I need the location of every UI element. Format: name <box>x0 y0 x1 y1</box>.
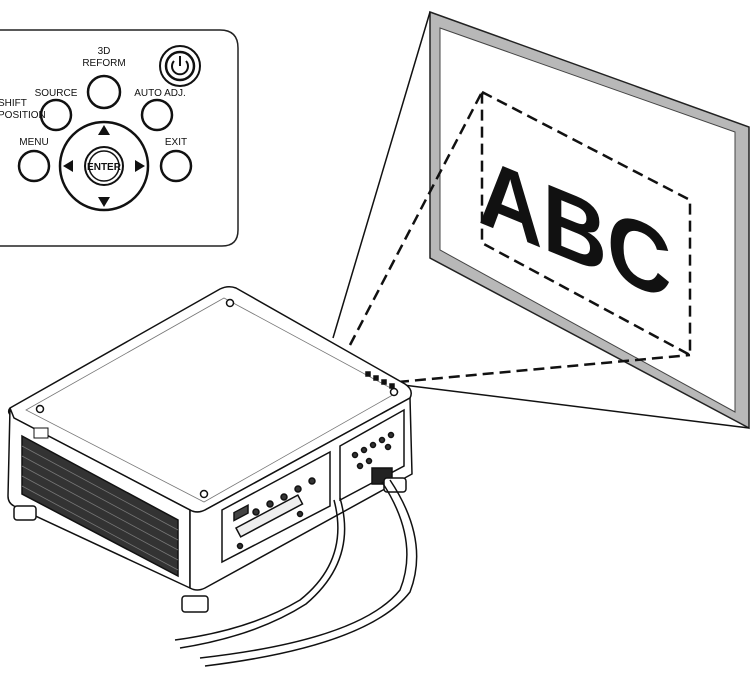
auto-adj-button[interactable] <box>140 98 174 132</box>
enter-label: ENTER <box>87 162 122 173</box>
control-panel: 3D REFORM SOURCE SHIFT POSITION AUTO ADJ… <box>0 29 239 247</box>
reform-3d-label-line2: REFORM <box>82 58 125 69</box>
foot-front-left <box>13 505 37 521</box>
control-jack-panel <box>339 408 405 502</box>
projected-image-outline <box>480 89 692 358</box>
shift-position-label-line1: SHIFT <box>0 98 27 109</box>
exit-button[interactable] <box>159 149 193 183</box>
auto-adj-label: AUTO ADJ. <box>134 88 186 99</box>
power-button[interactable] <box>159 45 201 87</box>
arrow-left-icon[interactable] <box>63 160 73 172</box>
direction-pad[interactable] <box>58 120 150 212</box>
arrow-down-icon[interactable] <box>98 197 110 207</box>
arrow-up-icon[interactable] <box>98 125 110 135</box>
reform-3d-button[interactable] <box>86 74 122 110</box>
menu-label: MENU <box>19 137 48 148</box>
arrow-right-icon[interactable] <box>135 160 145 172</box>
menu-button[interactable] <box>17 149 51 183</box>
source-button[interactable] <box>39 98 73 132</box>
projection-screen: ABC <box>429 10 750 430</box>
projection-beam <box>332 11 750 429</box>
shift-position-label-line2: POSITION <box>0 110 46 121</box>
vent-grille <box>21 434 179 578</box>
indicator-lights <box>365 371 395 389</box>
source-label: SOURCE <box>35 88 78 99</box>
connector-panel <box>221 450 331 564</box>
power-icon <box>171 56 189 76</box>
enter-button[interactable]: ENTER <box>84 146 124 186</box>
foot-front-right <box>181 595 209 613</box>
exit-label: EXIT <box>165 137 187 148</box>
reform-3d-label-line1: 3D <box>98 46 111 57</box>
power-cable <box>174 479 418 667</box>
projector <box>7 285 413 613</box>
